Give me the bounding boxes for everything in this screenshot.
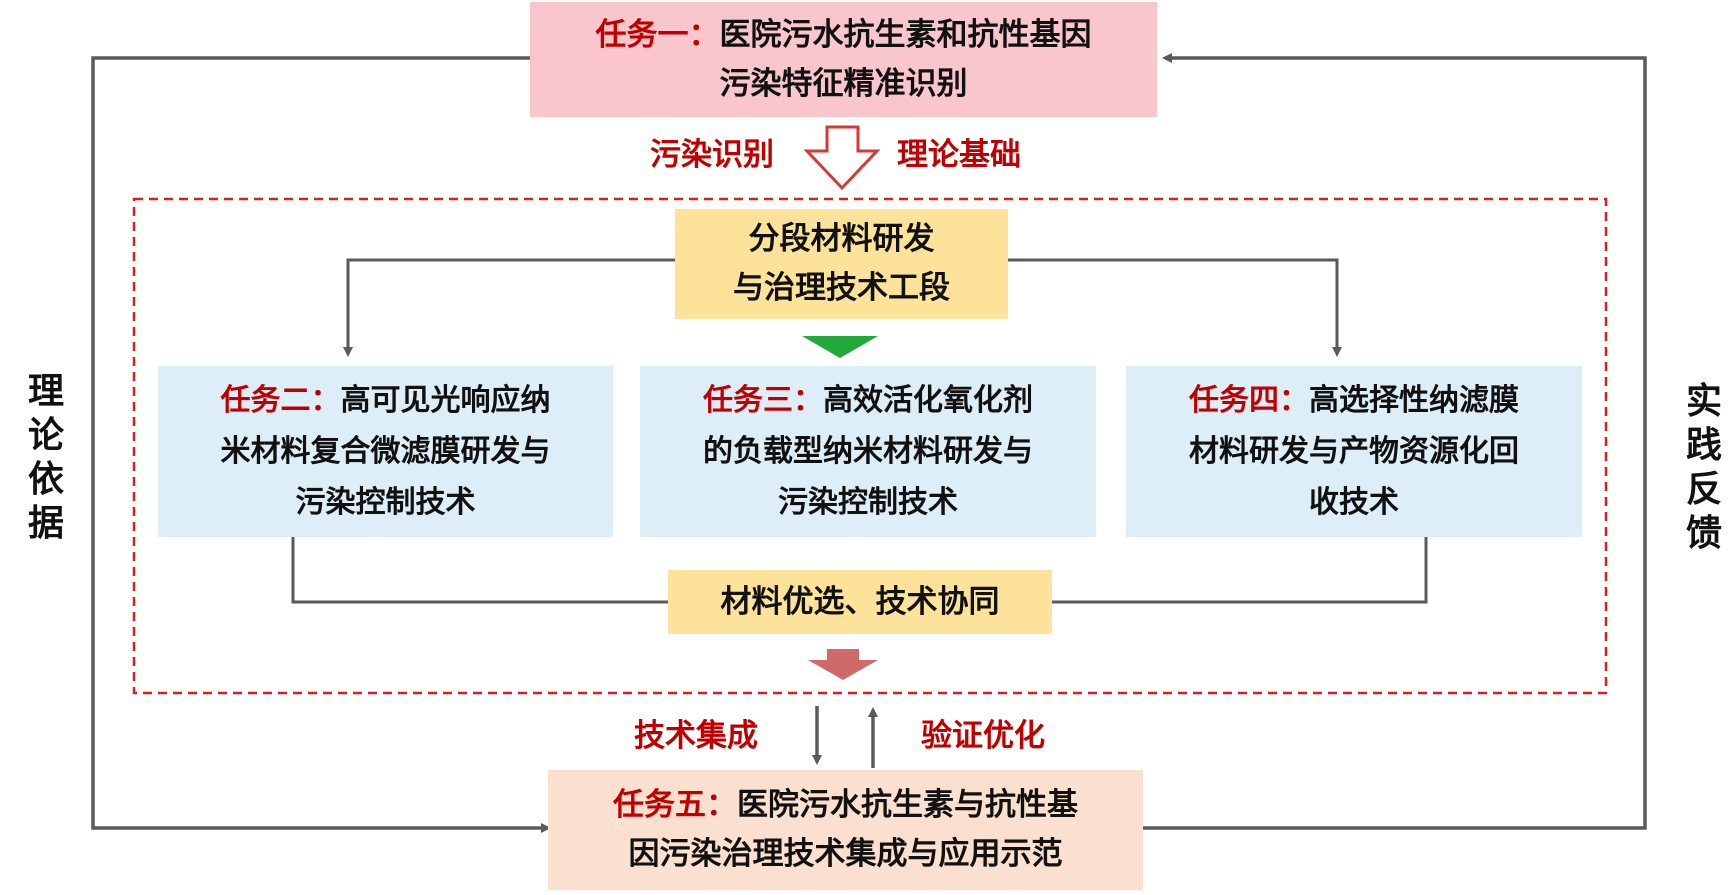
task4-line1: 高选择性纳滤膜 [1309, 383, 1519, 418]
task1-line1: 医院污水抗生素和抗性基因 [719, 16, 1092, 53]
flow-label-pollution-id: 污染识别 [650, 137, 774, 173]
dashed-region [132, 197, 1608, 695]
stage-line1: 分段材料研发 [748, 221, 935, 257]
stage-line2: 与治理技术工段 [733, 270, 950, 306]
merge-right-line [1052, 537, 1428, 604]
task4-prefix: 任务四： [1189, 383, 1309, 418]
right-loop-line [1143, 53, 1647, 830]
task4-line3: 收技术 [1309, 485, 1399, 520]
task5-line2: 因污染治理技术集成与应用示范 [628, 836, 1063, 872]
merge-left-line [291, 537, 668, 604]
stage-box: 分段材料研发 与治理技术工段 [675, 209, 1008, 319]
task3-prefix: 任务三： [703, 383, 823, 418]
task2-line2: 米材料复合微滤膜研发与 [220, 434, 551, 469]
task1-prefix: 任务一： [595, 16, 720, 53]
task3-line1: 高效活化氧化剂 [823, 383, 1033, 418]
branch-left-line [343, 258, 675, 357]
task1-box: 任务一：医院污水抗生素和抗性基因 污染特征精准识别 [530, 2, 1157, 117]
task2-line1: 高可见光响应纳 [340, 383, 551, 418]
task5-box: 任务五：医院污水抗生素与抗性基 因污染治理技术集成与应用示范 [548, 770, 1143, 890]
green-down-arrow [802, 336, 878, 358]
hollow-down-arrow [803, 125, 881, 191]
task4-box: 任务四：高选择性纳滤膜 材料研发与产物资源化回 收技术 [1126, 366, 1582, 537]
flow-label-integration: 技术集成 [634, 718, 758, 754]
synergy-label: 材料优选、技术协同 [720, 583, 1000, 620]
task2-box: 任务二：高可见光响应纳 米材料复合微滤膜研发与 污染控制技术 [158, 366, 613, 537]
task3-line2: 的负载型纳米材料研发与 [703, 434, 1033, 469]
task5-line1: 医院污水抗生素与抗性基 [737, 787, 1078, 823]
task2-prefix: 任务二： [220, 383, 341, 418]
task5-prefix: 任务五： [613, 787, 737, 823]
flow-label-verification: 验证优化 [921, 718, 1045, 754]
task3-line3: 污染控制技术 [778, 485, 958, 520]
task3-box: 任务三：高效活化氧化剂 的负载型纳米材料研发与 污染控制技术 [640, 366, 1096, 537]
task4-line2: 材料研发与产物资源化回 [1189, 434, 1519, 469]
branch-right-line [1008, 258, 1342, 357]
task1-line2: 污染特征精准识别 [719, 65, 968, 102]
task2-line3: 污染控制技术 [295, 485, 476, 520]
flow-label-theory-basis: 理论基础 [897, 137, 1021, 173]
red-down-arrow [808, 649, 878, 680]
side-label-theory: 理论依据 [24, 370, 68, 546]
synergy-box: 材料优选、技术协同 [668, 570, 1052, 634]
side-label-practice: 实践反馈 [1685, 381, 1722, 554]
left-loop-line [91, 56, 551, 833]
